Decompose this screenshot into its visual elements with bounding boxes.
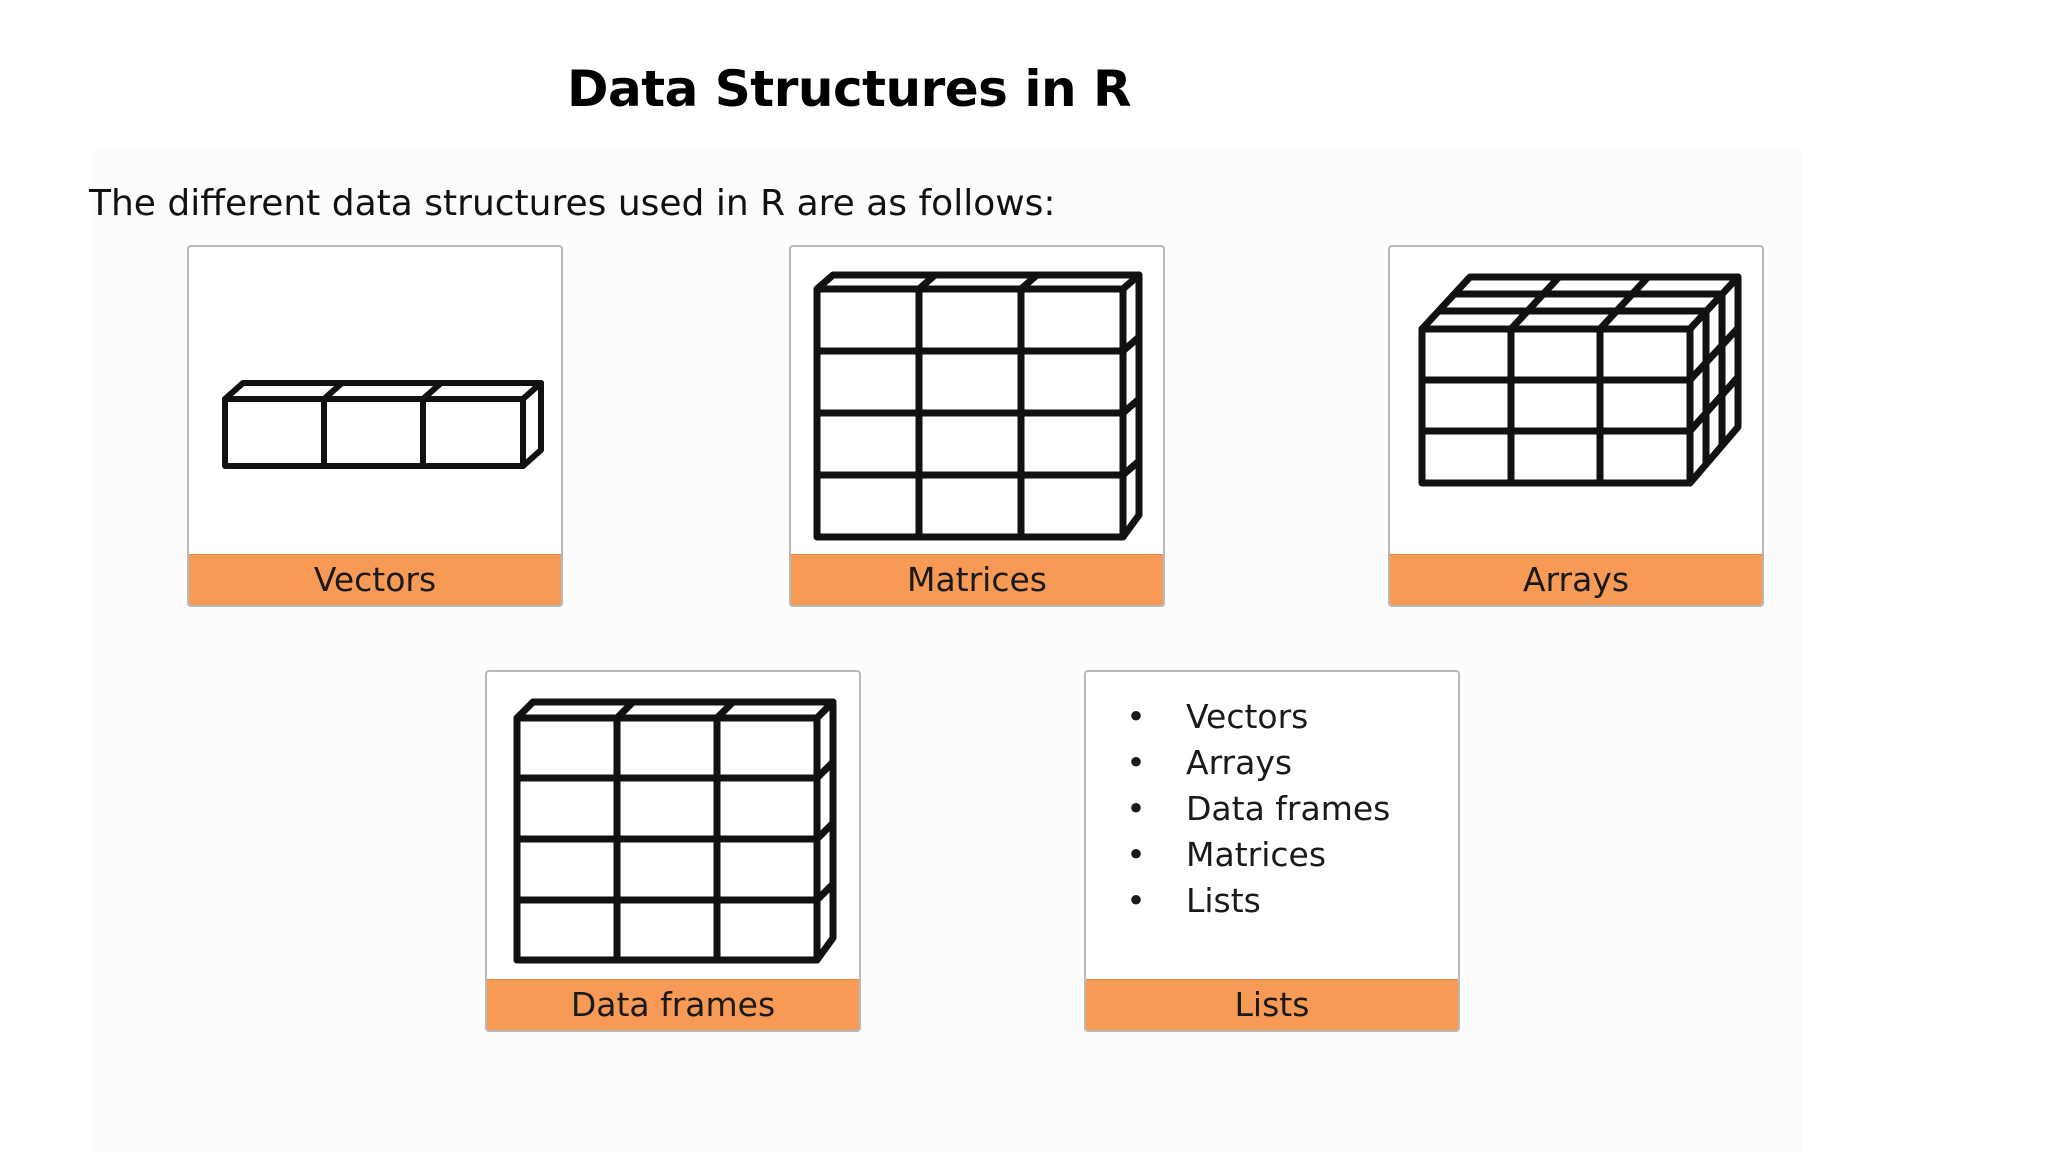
3d-cube-grid-icon	[1418, 273, 1742, 487]
list-item: •Arrays	[1116, 740, 1390, 786]
list-item: •Vectors	[1116, 694, 1390, 740]
lists-label: Lists	[1086, 979, 1458, 1030]
lists-bullet-list: •Vectors •Arrays •Data frames •Matrices …	[1116, 694, 1390, 924]
list-item: •Data frames	[1116, 786, 1390, 832]
matrices-label: Matrices	[791, 554, 1163, 605]
matrix-grid-icon	[813, 271, 1143, 541]
arrays-label: Arrays	[1390, 554, 1762, 605]
bullet-icon: •	[1126, 743, 1146, 782]
arrays-card: Arrays	[1388, 245, 1764, 607]
vectors-label: Vectors	[189, 554, 561, 605]
list-item: •Lists	[1116, 878, 1390, 924]
data-frames-label: Data frames	[487, 979, 859, 1030]
bullet-icon: •	[1126, 789, 1146, 828]
data-frames-card: Data frames	[485, 670, 861, 1032]
vectors-card: Vectors	[187, 245, 563, 607]
list-item: •Matrices	[1116, 832, 1390, 878]
bullet-icon: •	[1126, 881, 1146, 920]
matrices-card: Matrices	[789, 245, 1165, 607]
lists-card: •Vectors •Arrays •Data frames •Matrices …	[1084, 670, 1460, 1032]
slide-subtitle: The different data structures used in R …	[89, 183, 1056, 224]
bullet-icon: •	[1126, 697, 1146, 736]
data-frame-grid-icon	[513, 698, 837, 964]
single-row-cube-icon	[222, 380, 544, 469]
bullet-icon: •	[1126, 835, 1146, 874]
slide-title: Data Structures in R	[567, 60, 1131, 118]
